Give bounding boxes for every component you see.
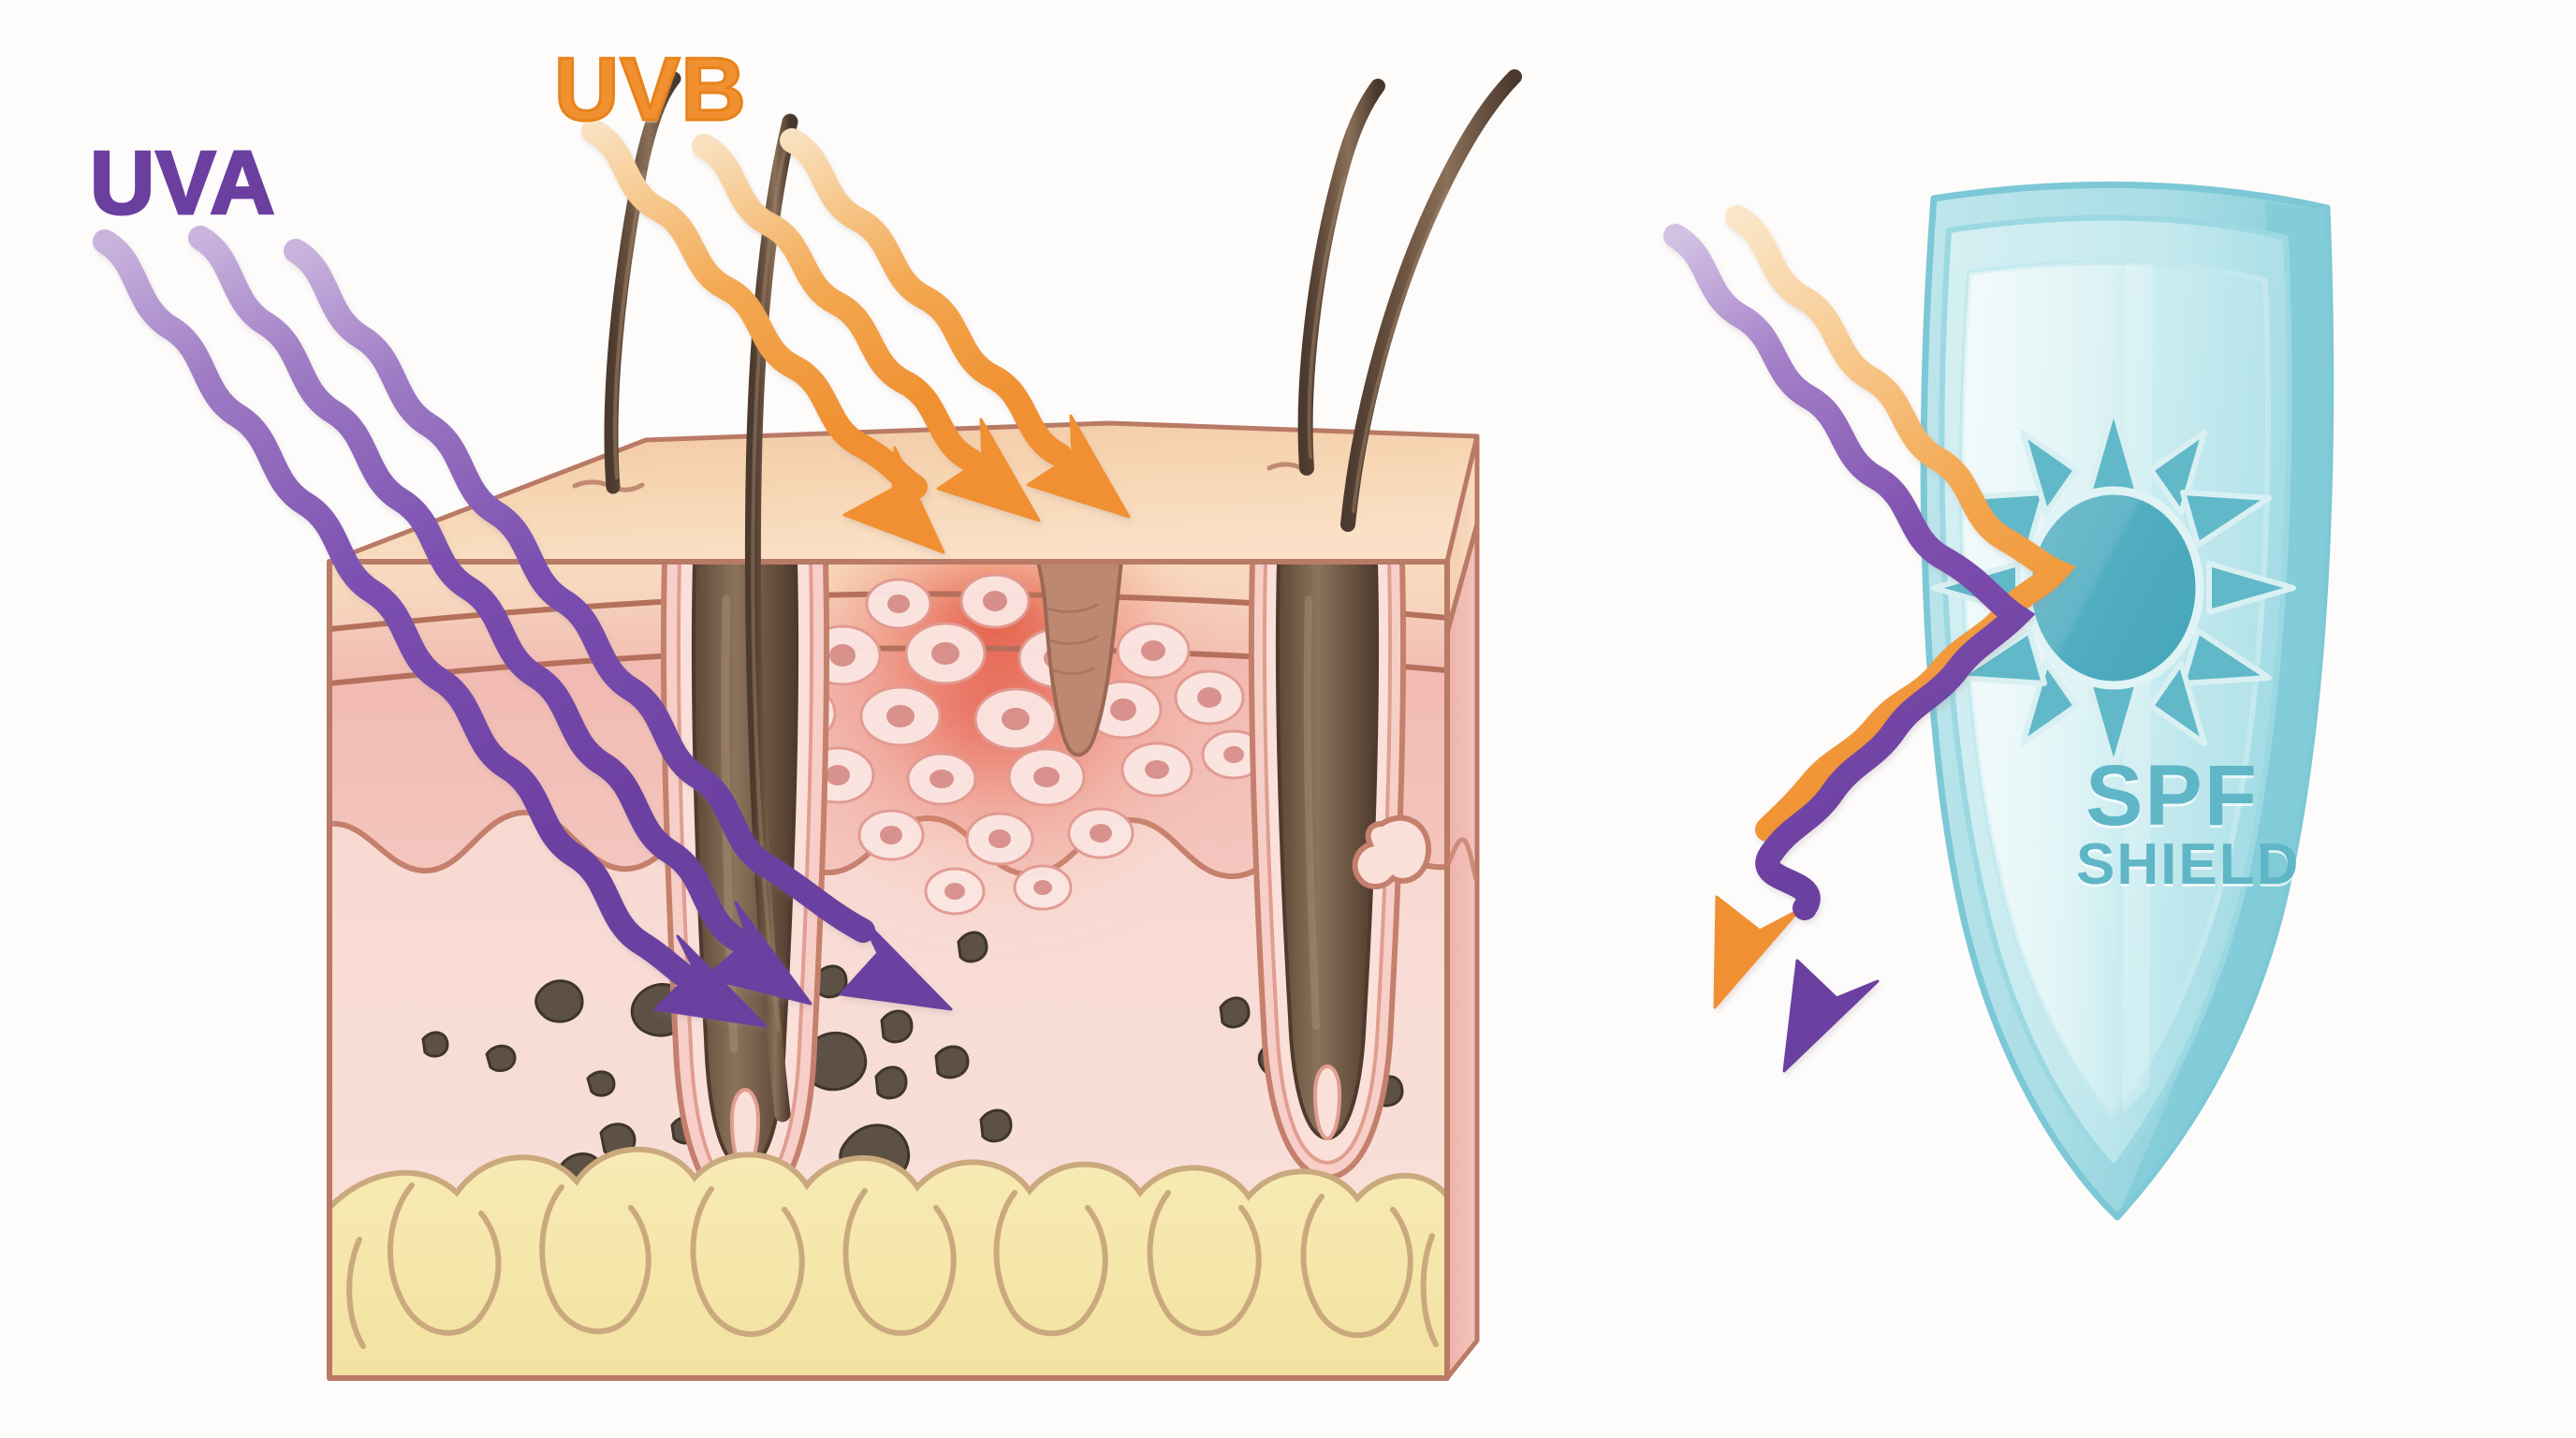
uvb-rays <box>581 119 1131 554</box>
melanoma-lesion <box>1010 562 1145 757</box>
sebaceous-gland <box>1352 814 1432 889</box>
uvb-ray-1-arrowhead <box>842 446 945 554</box>
surface-hair-4-highlight <box>1352 189 1449 513</box>
subcutaneous-fat-layer <box>329 1146 1447 1378</box>
skin-block-outline <box>327 559 1450 1381</box>
side-face-junction <box>1444 837 1480 883</box>
deflected-uva-ray <box>1663 224 2036 920</box>
side-face-inner-line <box>1444 523 1480 634</box>
uva-ray-1-arrowhead <box>653 934 768 1028</box>
deflected-uvb-ray <box>1725 205 2076 842</box>
surface-hair-3-highlight <box>1307 176 1346 459</box>
uvb-ray-2 <box>692 134 984 473</box>
uva-label: UVA <box>89 133 277 233</box>
surface-hair-1-highlight <box>613 170 646 479</box>
uvb-ray-3-arrowhead <box>1026 414 1131 519</box>
uva-ray-3-arrowhead <box>839 916 953 1011</box>
surface-hair-1 <box>604 71 681 494</box>
uva-rays <box>93 226 953 1028</box>
uva-ray-3 <box>284 239 875 943</box>
uvb-ray-3 <box>780 128 1072 467</box>
surface-hair-4 <box>1340 69 1522 532</box>
block-side-dermis <box>1444 521 1480 1381</box>
hair-follicle-right <box>1248 562 1407 1181</box>
uva-ray-2-arrowhead <box>704 901 812 1005</box>
shield-label: SHIELD <box>2076 832 2301 897</box>
deflected-rays <box>1663 205 2076 1073</box>
deflected-uvb-arrowhead <box>1713 895 1801 1009</box>
uva-ray-1 <box>93 229 709 995</box>
uvb-ray-1 <box>581 119 928 499</box>
spf-shield <box>1920 181 2334 1221</box>
deflected-uva-arrowhead <box>1782 959 1880 1073</box>
uvb-ray-2-arrowhead <box>936 418 1041 522</box>
skin-block <box>327 420 1480 1381</box>
uva-ray-2 <box>188 226 750 952</box>
uvb-label: UVB <box>553 39 748 139</box>
spf-label: SPF <box>2086 748 2259 844</box>
surface-hair-3 <box>1297 79 1385 476</box>
